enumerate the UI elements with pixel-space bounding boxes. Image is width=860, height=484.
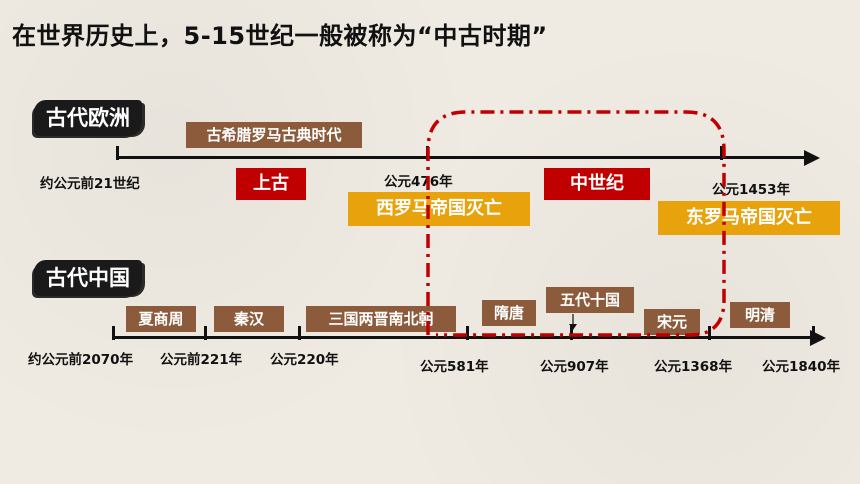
china-date-1: 约公元前2070年	[28, 352, 134, 368]
china-tick-2	[204, 326, 207, 340]
china-date-6: 公元1368年	[654, 359, 733, 375]
europe-tick-1453	[720, 146, 723, 160]
europe-tick-start	[116, 146, 119, 160]
west-rome-fall-box: 西罗马帝国灭亡	[348, 192, 530, 226]
china-label: 古代中国	[34, 260, 142, 296]
period-three-kingdoms: 三国两晋南北朝	[306, 306, 456, 332]
china-tick-5	[570, 326, 573, 340]
china-date-7: 公元1840年	[762, 359, 841, 375]
china-tick-3	[298, 326, 301, 340]
europe-label: 古代欧洲	[34, 100, 142, 136]
europe-date-start: 约公元前21世纪	[40, 176, 140, 192]
china-tick-6	[708, 326, 711, 340]
china-date-5: 公元907年	[540, 359, 609, 375]
china-axis	[112, 336, 812, 339]
china-date-2: 公元前221年	[160, 352, 243, 368]
period-sui-tang: 隋唐	[482, 300, 536, 326]
china-tick-7	[812, 326, 815, 340]
period-song-yuan: 宋元	[644, 309, 700, 335]
ancient-era-box: 上古	[236, 168, 306, 200]
china-date-3: 公元220年	[270, 352, 339, 368]
period-qin-han: 秦汉	[214, 306, 284, 332]
china-tick-1	[112, 326, 115, 340]
china-tick-4	[466, 326, 469, 340]
europe-tick-476	[426, 146, 429, 160]
europe-axis	[116, 156, 806, 159]
period-xia-shang-zhou: 夏商周	[126, 306, 196, 332]
period-ming-qing: 明清	[730, 302, 790, 328]
period-five-dynasties: 五代十国	[546, 287, 634, 313]
china-date-4: 公元581年	[420, 359, 489, 375]
east-rome-fall-box: 东罗马帝国灭亡	[658, 201, 840, 235]
europe-axis-arrow-icon	[804, 150, 820, 166]
europe-date-1453: 公元1453年	[712, 182, 791, 198]
page-title: 在世界历史上，5-15世纪一般被称为“中古时期”	[12, 22, 548, 50]
classical-era-box: 古希腊罗马古典时代	[186, 122, 362, 148]
middle-ages-box: 中世纪	[544, 168, 650, 200]
europe-date-476: 公元476年	[384, 174, 453, 190]
